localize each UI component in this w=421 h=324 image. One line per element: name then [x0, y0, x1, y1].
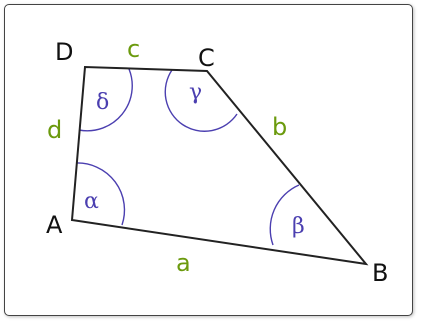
quadrilateral-outline	[70, 65, 369, 266]
vertex-label-d: D	[55, 38, 73, 66]
side-label-d: d	[47, 116, 62, 144]
angle-arc-beta	[269, 184, 300, 246]
angle-arc-gamma	[164, 69, 238, 132]
angle-label-delta: δ	[96, 90, 109, 115]
angle-label-gamma: γ	[189, 80, 202, 105]
angle-label-alpha: α	[84, 189, 99, 214]
angle-arc-delta	[78, 68, 133, 132]
angle-arc-alpha	[75, 162, 126, 226]
diagram-frame	[4, 4, 413, 316]
side-label-c: c	[127, 35, 140, 63]
vertex-label-a: A	[46, 211, 63, 239]
side-label-b: b	[272, 113, 287, 141]
vertex-label-b: B	[372, 259, 388, 287]
vertex-label-c: C	[198, 44, 215, 72]
angle-label-beta: β	[292, 214, 305, 239]
side-label-a: a	[176, 249, 191, 277]
